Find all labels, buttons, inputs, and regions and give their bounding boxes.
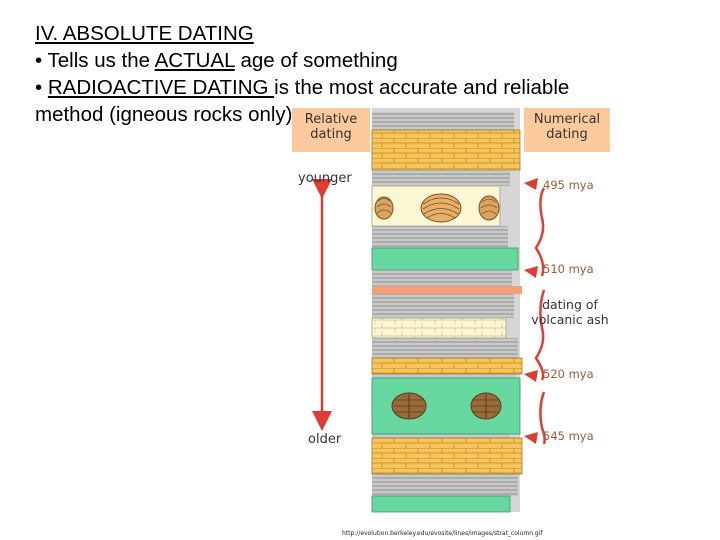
age-label-545: 545 mya bbox=[543, 429, 594, 443]
bullet-radioactive-dating: • RADIOACTIVE DATING is the most accurat… bbox=[35, 74, 695, 101]
older-label: older bbox=[308, 432, 342, 447]
image-source-url: http://evolution.berkeley.edu/evosite/li… bbox=[342, 530, 543, 537]
bracket-520-545 bbox=[539, 391, 546, 445]
ash-label-line2: volcanic ash bbox=[531, 312, 609, 327]
sandstone-layer bbox=[371, 129, 521, 171]
bullet2-emphasis: RADIOACTIVE DATING bbox=[47, 76, 275, 99]
trilobite-fossils bbox=[391, 392, 502, 420]
shale-layer bbox=[372, 338, 518, 358]
trilobite-icon bbox=[470, 392, 502, 420]
heading-text: IV. ABSOLUTE DATING bbox=[35, 22, 254, 45]
bullet2-prefix: • bbox=[35, 76, 48, 99]
shell-fossil-icon bbox=[420, 193, 462, 223]
volcanic-ash-dating-label: dating of volcanic ash bbox=[526, 297, 614, 327]
age-label-510: 510 mya bbox=[543, 262, 594, 276]
bracket-510-520 bbox=[534, 289, 546, 381]
limestone-layer bbox=[371, 317, 507, 339]
shale-layer bbox=[372, 112, 514, 130]
numerical-age-brackets bbox=[534, 187, 546, 445]
bullet1-prefix: • Tells us the bbox=[35, 49, 155, 72]
bullet-actual-age: • Tells us the ACTUAL age of something bbox=[35, 47, 695, 74]
green-layer bbox=[371, 247, 519, 271]
shale-layer bbox=[372, 474, 518, 496]
green-layer bbox=[371, 495, 511, 513]
numerical-dating-line1: Numerical bbox=[533, 112, 601, 127]
bullet1-emphasis: ACTUAL bbox=[154, 49, 235, 72]
shale-layer bbox=[372, 170, 510, 186]
stratigraphic-column-figure: Relative dating Numerical dating younger… bbox=[292, 108, 618, 532]
numerical-dating-line2: dating bbox=[546, 127, 588, 142]
arrowhead-icon bbox=[524, 178, 538, 190]
sandstone-layer bbox=[371, 437, 523, 475]
shale-layer bbox=[372, 294, 514, 318]
line4-text: method (igneous rocks only) bbox=[35, 103, 293, 126]
shell-fossil-icon bbox=[478, 195, 500, 221]
arrowhead-icon bbox=[524, 370, 538, 382]
relative-dating-line2: dating bbox=[310, 127, 352, 142]
bullet-continuation: method (igneous rocks only) bbox=[35, 101, 695, 128]
trilobite-icon bbox=[391, 392, 427, 420]
slide-text: IV. ABSOLUTE DATING • Tells us the ACTUA… bbox=[35, 20, 695, 128]
arrowhead-icon bbox=[524, 266, 538, 278]
younger-label: younger bbox=[298, 171, 352, 186]
shell-fossils bbox=[374, 193, 500, 223]
strata-drawing bbox=[312, 108, 546, 513]
numerical-dating-tag: Numerical dating bbox=[524, 108, 610, 152]
arrowhead-icon bbox=[524, 432, 538, 444]
ash-label-line1: dating of bbox=[542, 297, 598, 312]
thin-ash-layer bbox=[372, 286, 522, 294]
shale-layer bbox=[372, 270, 512, 286]
bracket-arrowheads bbox=[524, 178, 538, 444]
bullet2-suffix: is the most accurate and reliable bbox=[274, 76, 570, 99]
age-label-520: 520 mya bbox=[543, 367, 594, 381]
bullet1-suffix: age of something bbox=[234, 49, 398, 72]
shale-layer bbox=[372, 226, 508, 248]
slide-heading: IV. ABSOLUTE DATING bbox=[35, 20, 695, 47]
shell-fossil-icon bbox=[374, 196, 394, 220]
relative-dating-line1: Relative bbox=[304, 112, 358, 127]
relative-dating-tag: Relative dating bbox=[292, 108, 370, 152]
age-label-495: 495 mya bbox=[543, 178, 594, 192]
bracket-495-510 bbox=[534, 187, 546, 277]
sandstone-layer bbox=[371, 357, 523, 375]
